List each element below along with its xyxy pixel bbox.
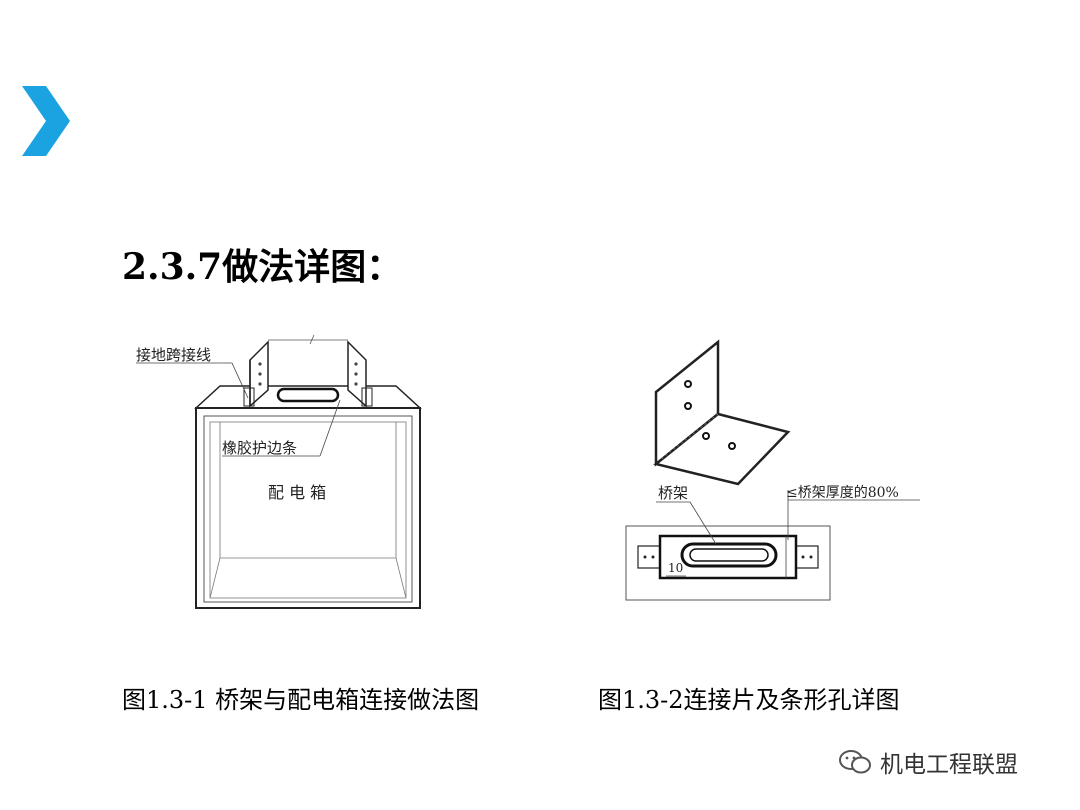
label-thickness: ≤桥架厚度的80% — [786, 485, 899, 501]
watermark: 机电工程联盟 — [838, 745, 1018, 779]
watermark-text: 机电工程联盟 — [880, 752, 1018, 778]
figure1-caption: 图1.3-1 桥架与配电箱连接做法图 — [122, 686, 480, 714]
section-heading: 2.3.7做法详图： — [122, 246, 403, 288]
label-rubber-edge: 橡胶护边条 — [222, 439, 297, 457]
figure-tray-box-connection: 接地跨接线 橡胶护边条 配 电 箱 — [130, 330, 430, 620]
wechat-icon — [839, 750, 871, 774]
chevron-right-icon — [22, 86, 70, 156]
figure2-caption: 图1.3-2连接片及条形孔详图 — [598, 686, 900, 714]
label-distribution-box: 配 电 箱 — [268, 483, 326, 502]
label-ground-jumper: 接地跨接线 — [136, 346, 211, 364]
label-tray: 桥架 — [658, 484, 688, 502]
label-dim-10: 10 — [668, 561, 683, 575]
figure-connection-piece: 10 桥架 ≤桥架厚度的80% — [620, 339, 920, 610]
